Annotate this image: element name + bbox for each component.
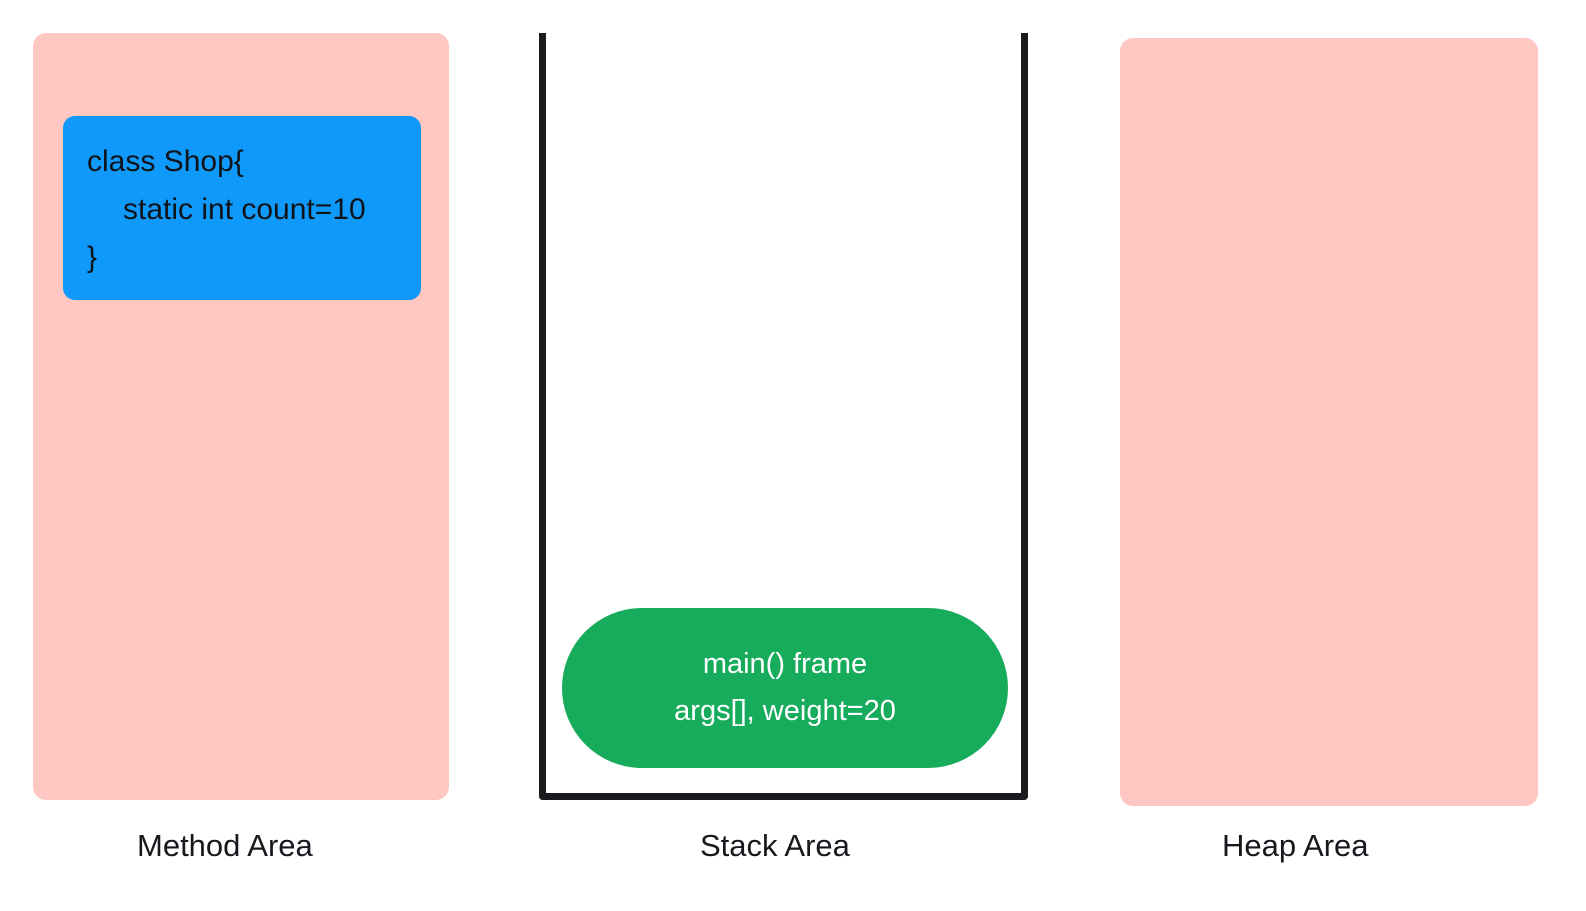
main-frame-line-1: main() frame	[702, 648, 868, 680]
stack-area-label: Stack Area	[700, 828, 850, 863]
main-frame-line-2: args[], weight=20	[674, 695, 896, 727]
heap-area-region	[1120, 38, 1538, 806]
class-shop-box: class Shop{ static int count=10 }	[63, 116, 421, 300]
class-box-code-line-1: class Shop{	[87, 145, 244, 178]
heap-area-label: Heap Area	[1222, 828, 1369, 863]
main-frame-pill: main() frame args[], weight=20	[562, 608, 1008, 768]
class-box-code-line-2: static int count=10	[123, 193, 366, 226]
method-area-label: Method Area	[137, 828, 313, 863]
stack-region	[539, 33, 1028, 800]
class-box-code-line-3: }	[87, 241, 98, 274]
